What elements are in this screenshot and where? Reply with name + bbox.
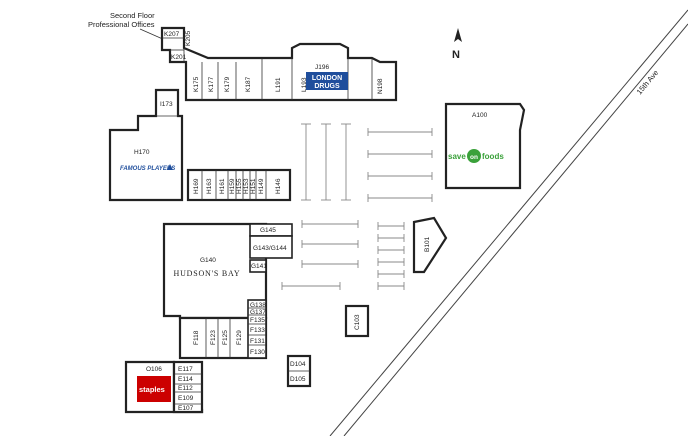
hudsons-bay-logo: HUDSON'S BAY [174, 269, 241, 278]
save-on-foods-building: A100 save on foods [444, 102, 526, 190]
unit-k179: K179 [224, 76, 231, 92]
hudsons-bay-building: G145 G143/G144 G141 G140 HUDSON'S BAY [162, 222, 293, 320]
unit-l193: L193 [301, 77, 308, 92]
unit-j196: J196 [315, 64, 329, 71]
north-wing: K207 K205 K201 K175 K177 K179 K187 L191 … [160, 26, 398, 102]
unit-o106: O106 [146, 366, 162, 373]
unit-h163: H163 [206, 178, 213, 194]
unit-d104: D104 [290, 361, 306, 368]
unit-e112: E112 [178, 385, 193, 392]
parking-area [281, 123, 433, 290]
unit-h149: H149 [258, 178, 265, 194]
unit-k205: K205 [185, 30, 192, 46]
unit-g141: G141 [251, 263, 267, 270]
header-line-2: Professional Offices [88, 20, 155, 29]
unit-n198: N198 [377, 78, 384, 94]
header-line-1: Second Floor [110, 11, 155, 20]
unit-g137: G137 [250, 309, 266, 316]
north-arrow-icon: N [452, 28, 462, 61]
staples-building: E117 E114 E112 E109 E107 O106 staples [124, 360, 204, 414]
unit-e114: E114 [178, 376, 193, 383]
unit-b101: B101 [424, 236, 431, 252]
unit-k175: K175 [193, 76, 200, 92]
unit-h146: H146 [275, 178, 282, 194]
unit-h170: H170 [134, 149, 150, 156]
pad-d104-d105: D104 D105 [286, 354, 312, 388]
unit-e109: E109 [178, 395, 194, 402]
unit-k201: K201 [171, 54, 187, 61]
unit-a100: A100 [472, 112, 488, 119]
unit-f125: F125 [222, 330, 229, 345]
unit-l191: L191 [275, 77, 282, 92]
unit-h161: H161 [219, 178, 226, 194]
unit-h169: H169 [193, 178, 200, 194]
unit-g145: G145 [260, 227, 276, 234]
unit-f129: F129 [236, 330, 243, 345]
unit-f131: F131 [250, 338, 265, 345]
save-on-foods-label-foods: foods [482, 152, 504, 161]
famous-players-star-icon [167, 164, 173, 170]
unit-h155: H155 [236, 178, 243, 194]
unit-k177: K177 [208, 76, 215, 92]
london-drugs-line-2: DRUGS [314, 83, 340, 90]
london-drugs-line-1: LONDON [312, 75, 342, 82]
unit-g143: G143/G144 [253, 245, 287, 252]
save-on-foods-label-save: save [448, 152, 466, 161]
unit-h153: H153 [243, 178, 250, 194]
unit-g138: G138 [250, 302, 266, 309]
unit-f130: F130 [250, 349, 265, 356]
famous-players-building: I173 H170 FAMOUS PLAYERS [108, 88, 184, 202]
unit-e117: E117 [178, 366, 193, 373]
h-row: H169 H163 H161 H159 H155 H153 H151 H149 … [186, 168, 292, 202]
staples-logo [137, 376, 171, 402]
unit-c103: C103 [354, 314, 361, 330]
save-on-foods-label-on: on [470, 154, 478, 161]
london-drugs-logo [306, 72, 348, 90]
north-label: N [452, 49, 460, 61]
unit-f123: F123 [210, 330, 217, 345]
unit-f133: F133 [250, 327, 265, 334]
unit-h151: H151 [250, 178, 257, 194]
staples-label: staples [139, 385, 165, 394]
unit-k187: K187 [245, 76, 252, 92]
unit-g140: G140 [200, 257, 216, 264]
unit-k207: K207 [164, 31, 180, 38]
save-on-foods-badge-icon [467, 149, 481, 163]
unit-f135: F135 [250, 317, 265, 324]
pad-b101: B101 [412, 216, 448, 274]
unit-h159: H159 [229, 178, 236, 194]
pad-c103: C103 [344, 304, 370, 338]
unit-e107: E107 [178, 405, 194, 412]
famous-players-logo: FAMOUS PLAYERS [120, 166, 175, 172]
f-block: G138 G137 F135 F133 F131 F130 F118 F123 … [178, 299, 268, 360]
unit-f118: F118 [193, 330, 200, 345]
unit-i173: I173 [160, 101, 173, 108]
unit-d105: D105 [290, 376, 306, 383]
header-leader-line [139, 28, 166, 41]
